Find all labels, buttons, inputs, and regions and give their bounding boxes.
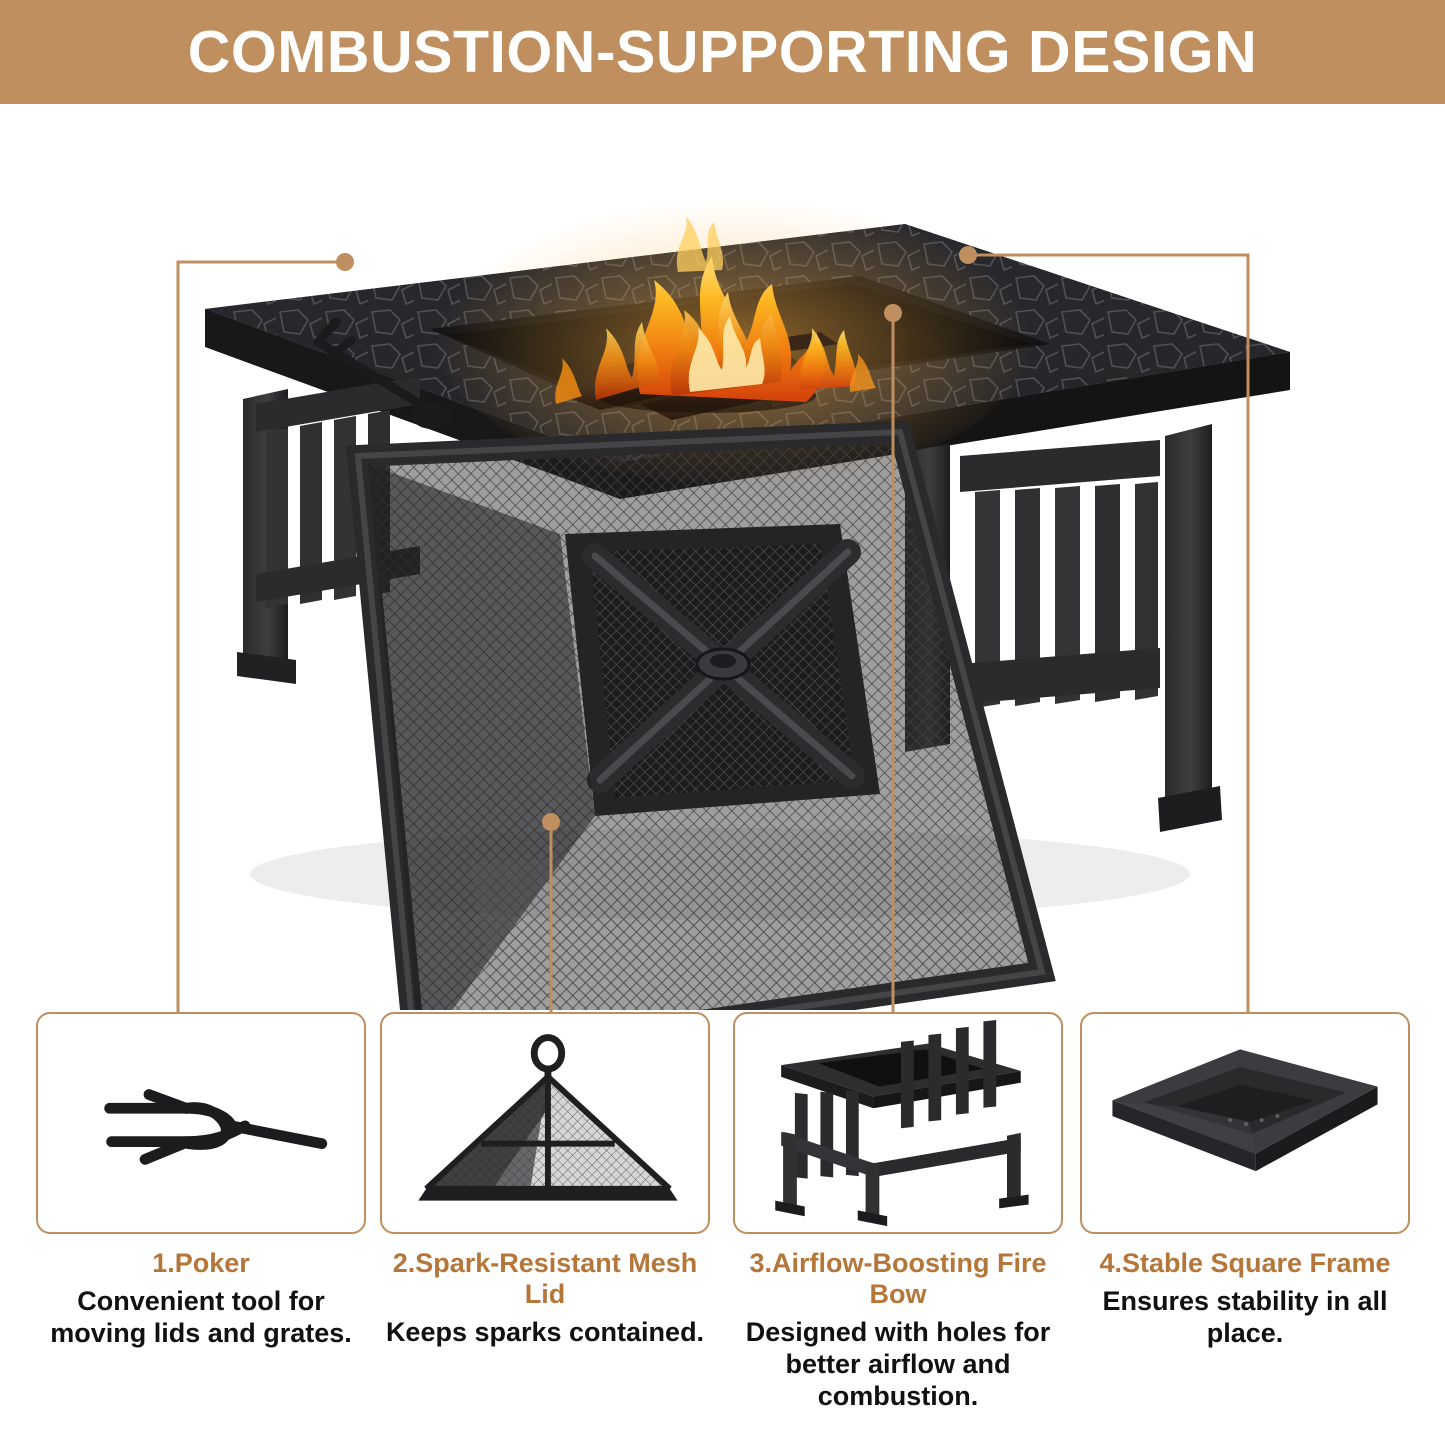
- feature-title: 4.Stable Square Frame: [1099, 1248, 1391, 1278]
- page-title: COMBUSTION-SUPPORTING DESIGN: [187, 18, 1258, 85]
- feature-card-frame: [380, 1012, 710, 1234]
- mesh-spark-lid: [345, 420, 1056, 1010]
- feature-description: Convenient tool for moving lids and grat…: [50, 1285, 352, 1349]
- header-banner: COMBUSTION-SUPPORTING DESIGN: [0, 0, 1445, 104]
- feature-card-frame: [36, 1012, 366, 1234]
- feature-cards-row: 1.Poker Convenient tool for moving lids …: [0, 1012, 1445, 1445]
- feature-description: Designed with holes for better airflow a…: [745, 1316, 1051, 1412]
- product-hero-stage: [0, 104, 1445, 1010]
- feature-description: Keeps sparks contained.: [385, 1316, 705, 1347]
- feature-card-square-frame[interactable]: 4.Stable Square Frame Ensures stability …: [1080, 1012, 1410, 1350]
- square-basin-icon: [1112, 1049, 1378, 1172]
- feature-card-frame: [733, 1012, 1063, 1234]
- feature-card-poker[interactable]: 1.Poker Convenient tool for moving lids …: [36, 1012, 366, 1350]
- feature-title: 3.Airflow-Boosting Fire Bow: [749, 1248, 1047, 1309]
- fire-pit-product-illustration: [205, 184, 1290, 1010]
- feature-card-fire-bowl[interactable]: 3.Airflow-Boosting Fire Bow Designed wit…: [733, 1012, 1063, 1413]
- feature-card-mesh-lid[interactable]: 2.Spark-Resistant Mesh Lid Keeps sparks …: [380, 1012, 710, 1348]
- feature-card-frame: [1080, 1012, 1410, 1234]
- fire-bowl-frame-icon: [775, 1020, 1029, 1227]
- mesh-lid-icon: [418, 1034, 678, 1201]
- flames: [555, 216, 876, 404]
- feature-title: 1.Poker: [152, 1248, 250, 1278]
- feature-description: Ensures stability in all place.: [1102, 1285, 1388, 1349]
- feature-title: 2.Spark-Resistant Mesh Lid: [392, 1248, 698, 1309]
- fire-poker-icon: [104, 1089, 328, 1165]
